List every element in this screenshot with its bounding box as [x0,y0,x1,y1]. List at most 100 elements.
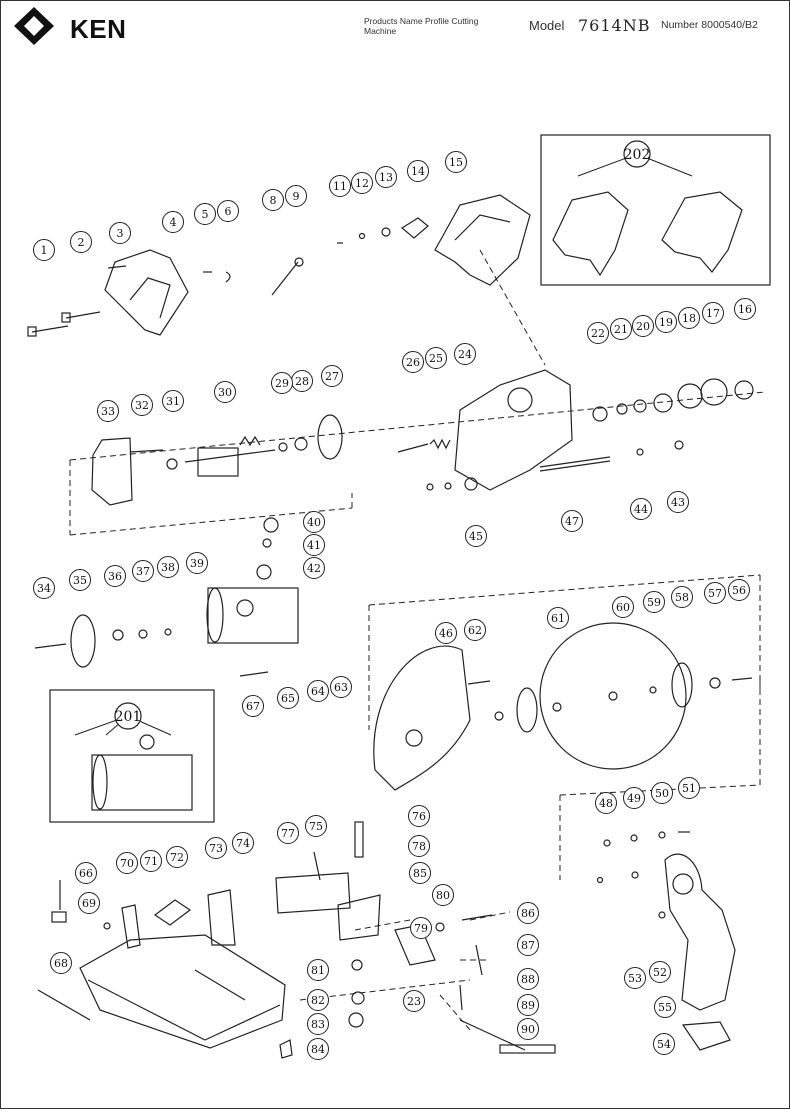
blade-guard-46 [373,645,471,791]
part-number-label: 22 [591,327,605,340]
part-number-label: 27 [325,370,339,383]
part-callout-circle [242,695,264,717]
part-callout-circle [205,837,227,859]
part-number-label: 56 [732,584,746,597]
part-number-label: 81 [311,964,325,977]
part-number-label: 63 [334,681,348,694]
part-number-label: 50 [655,787,669,800]
part-number-label: 90 [521,1023,535,1036]
part-callout-circle [632,315,654,337]
part-callout-circle [610,318,632,340]
part-number-label: 66 [79,867,93,880]
part-callout-circle [217,200,239,222]
part-callout-circle [517,902,539,924]
part-number-label: 49 [627,792,641,805]
part-number-label: 57 [708,587,722,600]
part-number-label: 86 [521,907,535,920]
part-callout-circle [408,805,430,827]
part-number-label: 16 [738,303,752,316]
part-number-label: 4 [170,216,177,229]
part-number-label: 20 [636,320,650,333]
part-number-label: 5 [202,208,209,221]
part-callout-circle [402,351,424,373]
part-number-label: 21 [614,323,628,336]
part-callout-circle [33,239,55,261]
handle-55 [664,853,736,1011]
part-callout-circle [561,510,583,532]
part-callout-circle [131,394,153,416]
field-33 [91,437,133,506]
part-callout-circle [329,175,351,197]
part-number-label: 40 [307,516,321,529]
part-callout-circle [435,622,457,644]
part-number-label: 46 [439,627,453,640]
inset-box-201 [49,689,215,823]
part-number-label: 31 [166,395,180,408]
part-callout-circle [375,166,397,188]
part-number-label: 78 [412,840,426,853]
part-callout-circle [517,994,539,1016]
part-callout-circle [33,577,55,599]
part-drawings [27,134,771,1059]
part-number-label: 47 [565,515,579,528]
assembly-number-label: 202 [624,147,651,163]
part-number-label: 74 [236,837,250,850]
part-number-label: 14 [411,165,425,178]
part-number-label: 42 [307,562,321,575]
assembly-callout-circle [114,702,142,730]
part-number-label: 9 [293,190,300,203]
part-number-label: 72 [170,851,184,864]
part-number-label: 55 [658,1001,672,1014]
part-callout-circle [653,1033,675,1055]
part-number-label: 39 [190,557,204,570]
assembly-dash-lines [69,249,766,1031]
part-callout-circle [655,311,677,333]
part-number-label: 25 [429,352,443,365]
product-name-label: Products Name Profile Cutting Machine [364,16,479,36]
part-callout-circle [285,185,307,207]
assembly-number-label: 201 [115,709,142,725]
part-number-label: 43 [671,496,685,509]
part-number-label: 2 [78,236,85,249]
part-number-label: 3 [117,227,124,240]
part-number-label: 80 [436,889,450,902]
armature-30 [197,447,239,477]
motor-housing-65 [207,587,299,644]
part-callout-circle [78,892,100,914]
part-number-label: 6 [225,205,232,218]
part-callout-circle [166,846,188,868]
part-number-label: 70 [120,857,134,870]
part-callout-circle [612,596,634,618]
part-callout-circle [109,222,131,244]
part-callout-circle [321,365,343,387]
part-callout-circle [445,151,467,173]
part-number-label: 15 [449,156,463,169]
part-callout-circle [303,557,325,579]
baffle-27 [317,414,343,460]
part-callout-circle [186,552,208,574]
cutting-disc-60 [539,622,687,770]
part-number-label: 76 [412,810,426,823]
part-number-label: 19 [659,316,673,329]
part-callout-circle [162,211,184,233]
part-number-label: 36 [108,570,122,583]
part-callout-circle [678,307,700,329]
part-number-label: 84 [311,1043,325,1056]
part-callout-circle [157,556,179,578]
housing-half-left-4 [104,249,189,336]
part-number-label: 13 [379,171,393,184]
part-number-label: 18 [682,312,696,325]
part-callout-circle [704,582,726,604]
part-callout-circle [517,934,539,956]
part-number-label: 64 [311,685,325,698]
part-callout-circle [623,787,645,809]
part-number-label: 29 [275,377,289,390]
part-number-label: 65 [281,692,295,705]
part-callout-circle [232,832,254,854]
part-number-label: 60 [616,601,630,614]
part-number-label: 59 [647,596,661,609]
part-callout-circle [132,560,154,582]
